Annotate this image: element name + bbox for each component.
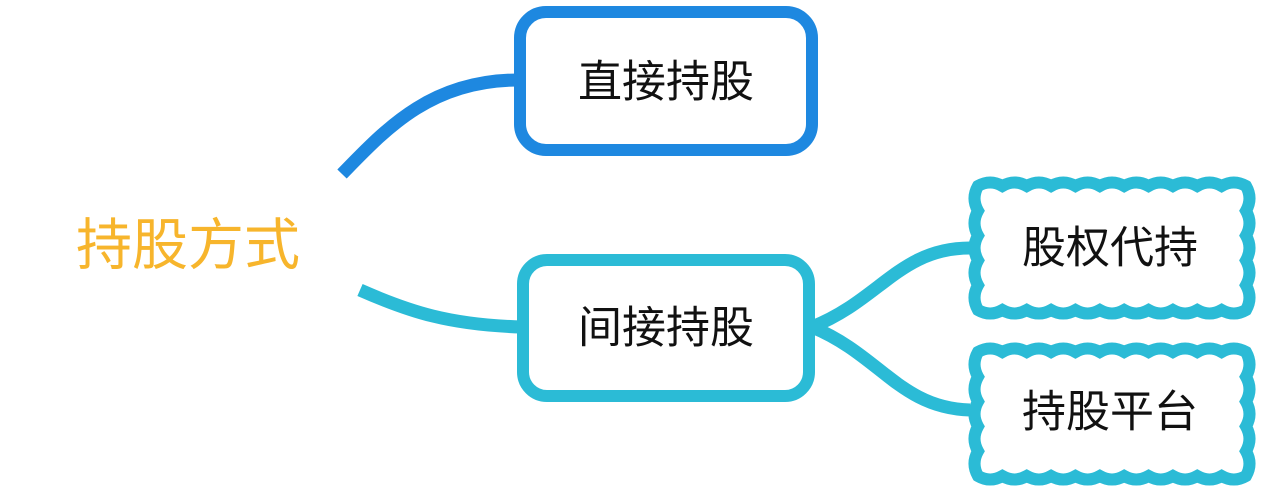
node-direct-holding-label: 直接持股	[578, 57, 754, 108]
connector-root-direct	[337, 73, 519, 179]
node-equity-proxy-label: 股权代持	[1022, 223, 1198, 274]
node-indirect-holding-label: 间接持股	[578, 303, 754, 354]
node-direct-holding: 直接持股	[514, 6, 818, 156]
root-topic: 持股方式	[76, 214, 300, 279]
connector-root-indirect	[357, 284, 523, 334]
node-shareholding-platform: 持股平台	[968, 342, 1256, 486]
node-equity-proxy: 股权代持	[968, 176, 1256, 320]
connector-indirect-proxy	[809, 241, 971, 334]
node-shareholding-platform-label: 持股平台	[1022, 387, 1198, 438]
connector-indirect-platform	[809, 320, 971, 417]
node-indirect-holding: 间接持股	[517, 254, 815, 402]
